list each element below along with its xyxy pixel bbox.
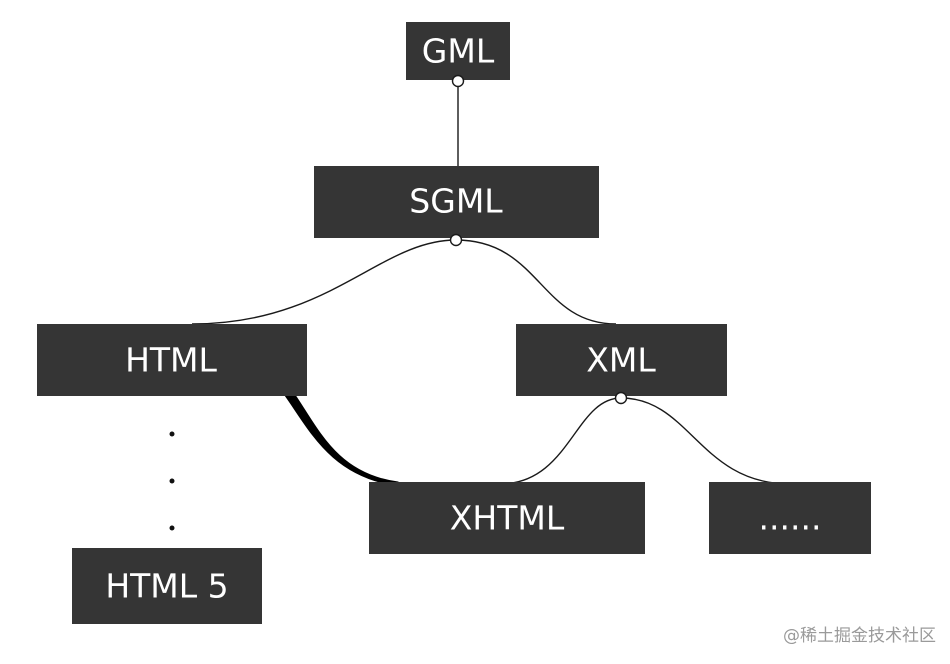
node-sgml-label: SGML <box>409 182 503 221</box>
node-gml-label: GML <box>422 32 495 71</box>
edge-sgml-html <box>191 239 457 325</box>
node-xml: XML <box>516 324 727 396</box>
node-html: HTML <box>37 324 307 396</box>
node-xhtml-label: XHTML <box>450 499 565 538</box>
node-html-label: HTML <box>125 341 217 380</box>
continuation-dot-3 <box>169 525 175 531</box>
node-sgml: SGML <box>314 166 599 238</box>
edge-sgml-xml <box>455 239 617 325</box>
node-html5: HTML 5 <box>72 548 262 624</box>
node-xhtml: XHTML <box>369 482 645 554</box>
node-more: ...... <box>709 482 871 554</box>
edge-html-xhtml <box>283 391 399 487</box>
port-gml <box>451 74 465 88</box>
node-xml-label: XML <box>586 341 656 380</box>
node-gml: GML <box>406 22 510 80</box>
port-sgml <box>449 233 463 247</box>
edge-xml-more <box>620 397 791 485</box>
continuation-dot-2 <box>169 478 175 484</box>
watermark: @稀土掘金技术社区 <box>783 626 936 646</box>
node-more-label: ...... <box>759 499 822 538</box>
continuation-dot-1 <box>169 431 175 437</box>
node-html5-label: HTML 5 <box>105 567 228 606</box>
port-xml <box>614 391 628 405</box>
edge-xml-xhtml <box>499 397 622 485</box>
